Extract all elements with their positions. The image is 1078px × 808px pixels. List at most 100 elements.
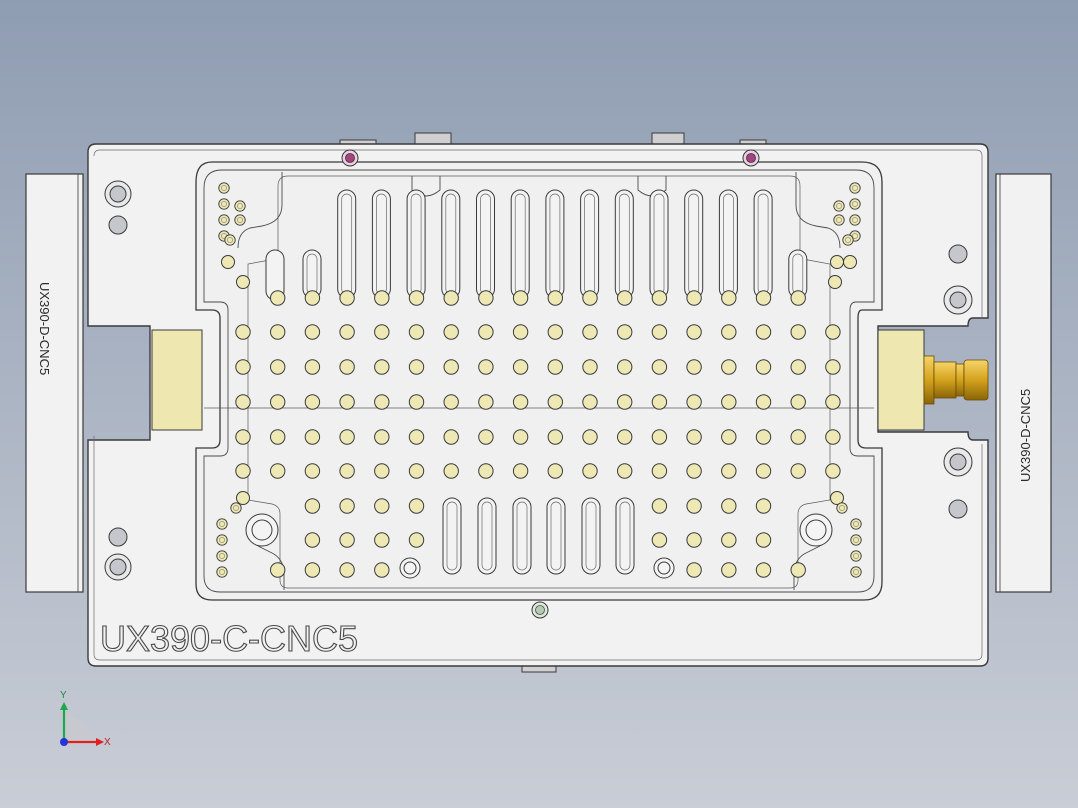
pin [374, 429, 390, 445]
pin [235, 429, 251, 445]
pin [651, 394, 668, 410]
slot [546, 497, 566, 575]
pin [582, 429, 598, 445]
pin [512, 394, 529, 410]
axis-triad-icon: X Y [60, 690, 111, 748]
pin [478, 290, 494, 306]
pin [339, 463, 355, 479]
main-part-label: UX390-C-CNC5 [100, 618, 358, 659]
small-pin [216, 566, 228, 578]
pin [651, 359, 668, 375]
pin [339, 532, 355, 548]
pin [408, 429, 425, 445]
pin [235, 394, 251, 410]
pin [721, 463, 737, 479]
pin [512, 324, 529, 340]
right-pad [877, 329, 925, 431]
right-side-bar[interactable]: UX390-D-CNC5 [995, 173, 1052, 593]
axis-x-label: X [104, 737, 111, 748]
pin [478, 463, 494, 479]
pin [828, 275, 842, 289]
pin [686, 324, 702, 340]
pin [686, 429, 702, 445]
pin [790, 324, 806, 340]
pin [478, 359, 494, 375]
pin [374, 463, 390, 479]
pin [304, 532, 321, 548]
slot [337, 189, 357, 299]
pin [755, 359, 772, 375]
pin [617, 324, 633, 340]
pin [512, 429, 529, 445]
pin [617, 429, 633, 445]
slot-group-bottom [442, 497, 635, 575]
pin [686, 463, 702, 479]
small-pin-columns [216, 182, 862, 578]
pin [790, 562, 806, 578]
pin [408, 532, 425, 548]
pin [843, 255, 857, 269]
slot [510, 189, 530, 299]
air-fitting-icon[interactable] [923, 355, 989, 405]
small-pin [850, 566, 862, 578]
pin [582, 359, 598, 375]
pin [443, 324, 459, 340]
pin [304, 463, 321, 479]
pin [686, 394, 702, 410]
pin [825, 429, 841, 445]
pin [443, 394, 459, 410]
pin [374, 324, 390, 340]
pin [304, 562, 321, 578]
pin [825, 394, 841, 410]
pin [374, 359, 390, 375]
slot [371, 189, 391, 299]
pin [221, 255, 235, 269]
small-pin [234, 200, 246, 212]
pin [790, 290, 806, 306]
pin [235, 324, 251, 340]
pocket-cavity [195, 161, 883, 601]
pin [408, 359, 425, 375]
pin [304, 498, 321, 514]
pin [721, 532, 737, 548]
axis-y-label: Y [60, 690, 67, 701]
left-pad [151, 329, 203, 431]
left-side-bar[interactable]: UX390-D-CNC5 [25, 173, 84, 593]
small-pin [850, 550, 862, 562]
small-pin [836, 502, 848, 514]
pin [755, 532, 772, 548]
pin [478, 429, 494, 445]
small-pin [216, 518, 228, 530]
small-pin [216, 534, 228, 546]
slot [477, 497, 497, 575]
pin [582, 463, 598, 479]
right-side-part-label: UX390-D-CNC5 [1018, 389, 1033, 482]
pin [721, 359, 737, 375]
pin [270, 429, 286, 445]
pin [512, 290, 529, 306]
pin [339, 498, 355, 514]
dowel-pins [341, 149, 760, 619]
pin [755, 498, 772, 514]
pin [547, 394, 563, 410]
pin [408, 463, 425, 479]
pin [755, 394, 772, 410]
small-pin [850, 518, 862, 530]
pin [443, 463, 459, 479]
pocket-corner-holes [245, 513, 833, 579]
pin [547, 463, 563, 479]
pin [235, 463, 251, 479]
pin [236, 491, 250, 505]
small-pin [849, 182, 861, 194]
pin [651, 463, 668, 479]
pin [304, 290, 321, 306]
pin [651, 498, 668, 514]
pin [755, 290, 772, 306]
pin [443, 429, 459, 445]
pin [755, 463, 772, 479]
slot [649, 189, 669, 299]
small-pin [833, 214, 845, 226]
pin [825, 359, 841, 375]
